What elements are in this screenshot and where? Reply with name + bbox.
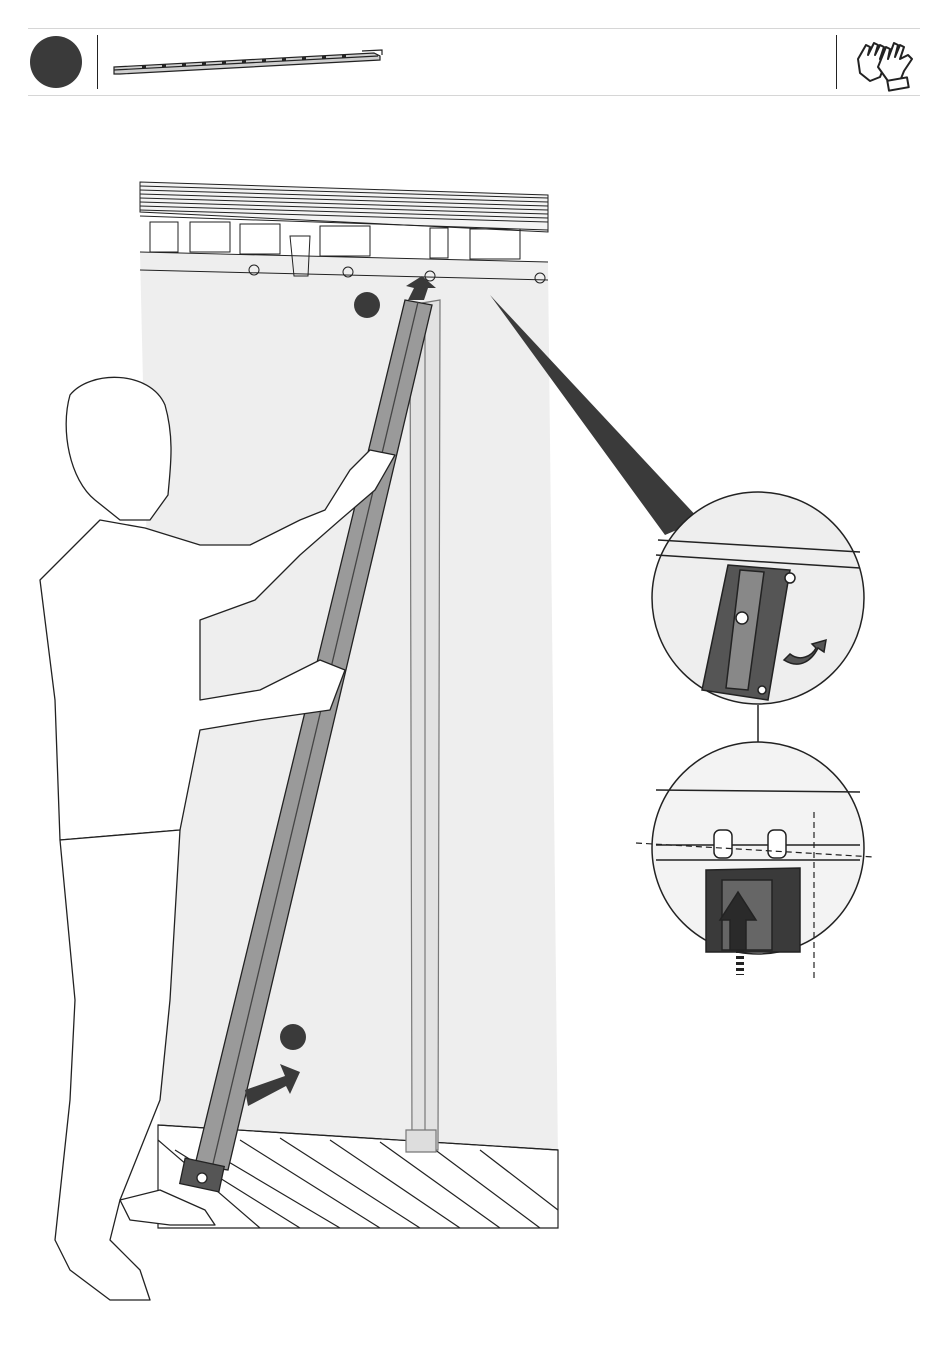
step-marker-top: [354, 292, 380, 318]
step-marker-bottom: [280, 1024, 306, 1050]
detail-rail-top-hook: [652, 492, 864, 704]
detail-rail-alignment: [636, 742, 874, 980]
